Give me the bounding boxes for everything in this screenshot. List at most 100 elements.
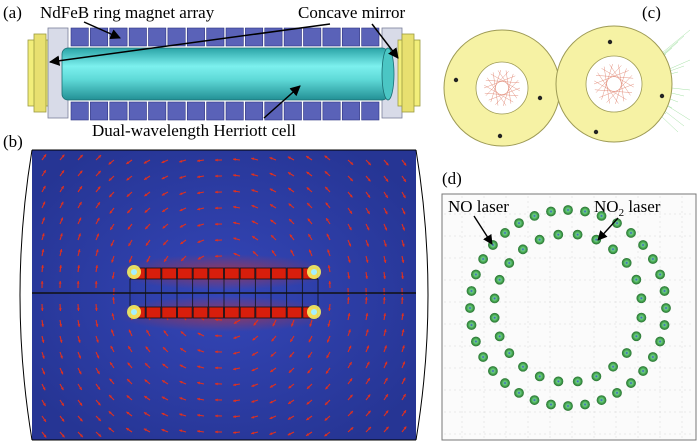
field-vector-head (325, 202, 329, 206)
laser-spot (471, 336, 481, 347)
field-vector-head (163, 330, 167, 334)
field-vector-head (215, 350, 218, 354)
field-vector-head (251, 352, 255, 356)
laser-spot (563, 401, 573, 411)
field-vector-head (215, 430, 218, 434)
beam-path-inner (485, 71, 509, 96)
field-vector-head (96, 371, 100, 375)
field-vector-head (403, 162, 407, 166)
magnet-ring (109, 101, 128, 121)
spot-pattern (465, 205, 671, 411)
field-vector-head (197, 240, 201, 243)
magnet-block (239, 267, 256, 280)
beam-path-inner (595, 65, 622, 93)
field-vector-head (197, 175, 200, 179)
field-vector-head (108, 427, 112, 431)
laser-spot (466, 320, 477, 330)
field-vector-head (58, 281, 62, 284)
field-vector-head (215, 398, 218, 402)
field-vector-head (161, 396, 165, 400)
field-vector-head (271, 250, 275, 254)
field-vector-head (96, 233, 99, 237)
field-vector-head (197, 349, 201, 352)
field-vector-head (109, 378, 113, 382)
laser-spot (621, 348, 632, 358)
field-vector-head (144, 193, 148, 197)
field-vector-head (233, 221, 237, 225)
magnet-block (286, 267, 303, 280)
field-vector-head (180, 331, 184, 335)
laser-spot (647, 352, 658, 362)
field-vector-head (111, 329, 114, 333)
field-vector-head (179, 175, 183, 179)
field-vector-head (94, 281, 98, 284)
field-vector-head (327, 249, 330, 253)
panel-c-tag: (c) (642, 3, 661, 22)
laser-spot (471, 269, 481, 280)
field-vector-head (368, 426, 371, 430)
field-vector-head (41, 265, 44, 268)
field-vector-head (347, 259, 351, 263)
field-vector-head (145, 242, 149, 246)
herriott-cell-cylinder (61, 47, 389, 101)
beam-path-inner (606, 75, 633, 103)
field-vector-head (110, 243, 114, 247)
laser-spot (494, 274, 505, 285)
field-vector-head (367, 410, 371, 414)
field-vector-head (251, 173, 255, 177)
beam-path-inner (595, 75, 634, 79)
beam-path-inner (597, 72, 619, 104)
field-vector-head (42, 217, 45, 221)
field-vector-head (306, 156, 310, 159)
field-vector-head (384, 211, 388, 215)
magnet-ring (128, 101, 147, 121)
field-vector-head (365, 259, 369, 263)
magnet-block (192, 267, 209, 280)
field-hotspot-core (131, 269, 137, 275)
field-vector-head (346, 297, 350, 300)
field-vector-head (61, 170, 65, 174)
laser-spot (638, 366, 648, 376)
field-vector-head (289, 234, 293, 238)
laser-spot (655, 269, 665, 280)
field-vector-head (325, 186, 329, 190)
field-vector-head (97, 386, 101, 390)
field-vector-head (145, 226, 149, 230)
field-vector-head (251, 189, 255, 192)
field-vector-head (77, 339, 81, 343)
beam-path-inner (594, 80, 627, 100)
field-vector-head (41, 249, 45, 253)
field-vector-head (94, 308, 98, 311)
field-vector-head (270, 204, 274, 207)
field-vector-head (126, 428, 130, 431)
field-vector-head (179, 192, 183, 195)
field-vector-head (96, 355, 100, 359)
field-vector-head (145, 363, 148, 366)
no-laser-label: NO laser (448, 197, 509, 216)
field-vector-head (60, 217, 64, 221)
field-vector-head (308, 354, 311, 358)
field-vector-head (385, 394, 388, 398)
field-vector-head (162, 363, 166, 367)
field-vector-head (128, 329, 132, 333)
field-vector-head (127, 379, 130, 382)
field-vector-head (233, 367, 237, 371)
field-vector-head (401, 276, 404, 279)
field-vector-head (146, 329, 150, 333)
field-vector-head (269, 172, 273, 176)
beam-path-inner (594, 89, 633, 93)
field-vector-head (402, 227, 405, 231)
field-vector-head (59, 265, 62, 268)
field-vector-head (111, 259, 114, 263)
magnet-block (208, 267, 224, 280)
field-vector-head (402, 377, 406, 381)
field-vector-head (290, 249, 294, 253)
field-vector-head (76, 281, 80, 284)
field-vector-head (269, 157, 273, 160)
laser-spot (529, 395, 540, 405)
field-vector-head (144, 396, 148, 399)
laser-spot (596, 211, 607, 221)
field-vector-head (215, 238, 218, 242)
field-vector-head (128, 346, 131, 350)
magnet-block (239, 306, 256, 319)
